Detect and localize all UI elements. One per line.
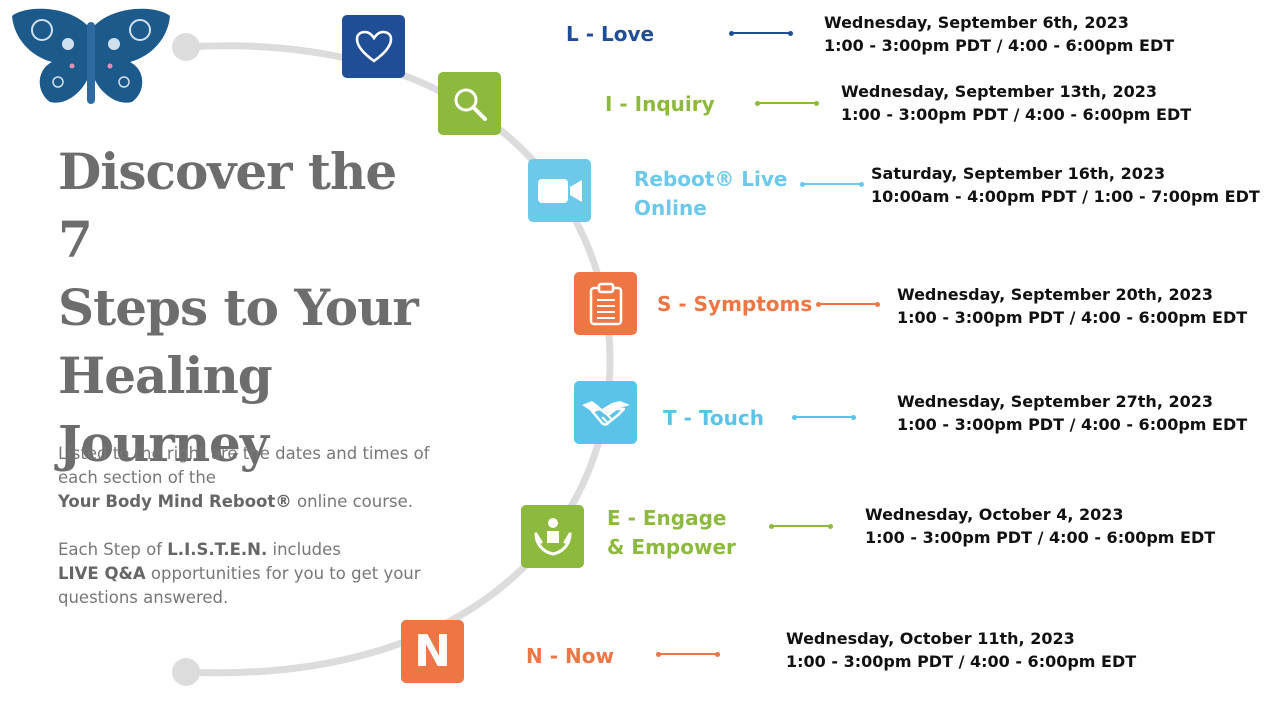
step-reboot-connector (800, 181, 864, 187)
step-reboot-icon-tile (528, 159, 591, 222)
step-inquiry-connector (755, 100, 819, 106)
step-now-schedule: Wednesday, October 11th, 2023 1:00 - 3:0… (786, 627, 1136, 673)
step-label-text: T - Touch (663, 406, 764, 430)
step-label-text: & Empower (607, 535, 736, 559)
step-time: 1:00 - 3:00pm PDT / 4:00 - 6:00pm EDT (897, 308, 1248, 327)
step-date: Wednesday, October 11th, 2023 (786, 629, 1075, 648)
heart-icon (355, 30, 392, 63)
step-love-connector (729, 30, 793, 36)
listen-acronym: L.I.S.T.E.N. (167, 540, 268, 559)
step-inquiry-schedule: Wednesday, September 13th, 2023 1:00 - 3… (841, 80, 1191, 126)
title-line-2: Steps to Your (58, 278, 419, 337)
butterfly-logo (12, 8, 170, 104)
step-love-label: L - Love (566, 20, 654, 49)
live-qa-label: LIVE Q&A (58, 564, 146, 583)
title-line-3: Healing (58, 346, 273, 405)
step-time: 1:00 - 3:00pm PDT / 4:00 - 6:00pm EDT (865, 528, 1216, 547)
title-line-1: Discover the 7 (58, 142, 397, 269)
step-love-schedule: Wednesday, September 6th, 2023 1:00 - 3:… (824, 11, 1174, 57)
step-time: 1:00 - 3:00pm PDT / 4:00 - 6:00pm EDT (824, 36, 1175, 55)
step-date: Wednesday, October 4, 2023 (865, 505, 1124, 524)
step-symptoms-label: S - Symptoms (657, 290, 812, 319)
step-time: 10:00am - 4:00pm PDT / 1:00 - 7:00pm EDT (871, 187, 1260, 206)
step-date: Wednesday, September 13th, 2023 (841, 82, 1157, 101)
step-engage-schedule: Wednesday, October 4, 2023 1:00 - 3:00pm… (865, 503, 1215, 549)
step-label-text: Reboot® Live (634, 167, 788, 191)
description-text: online course. (291, 492, 413, 511)
description-text: Listed to the right are the dates and ti… (58, 444, 430, 487)
step-symptoms-schedule: Wednesday, September 20th, 2023 1:00 - 3… (897, 283, 1247, 329)
step-symptoms-icon-tile (574, 272, 637, 335)
course-name: Your Body Mind Reboot® (58, 492, 292, 511)
step-time: 1:00 - 3:00pm PDT / 4:00 - 6:00pm EDT (786, 652, 1137, 671)
step-touch-schedule: Wednesday, September 27th, 2023 1:00 - 3… (897, 390, 1247, 436)
step-inquiry-label: I - Inquiry (605, 90, 715, 119)
page-title: Discover the 7 Steps to Your Healing Jou… (58, 138, 419, 478)
step-date: Wednesday, September 27th, 2023 (897, 392, 1213, 411)
step-now-connector (656, 651, 720, 657)
step-time: 1:00 - 3:00pm PDT / 4:00 - 6:00pm EDT (897, 415, 1248, 434)
description-text: opportunities for you to get your questi… (58, 564, 421, 607)
course-description: Listed to the right are the dates and ti… (58, 442, 438, 634)
step-label-text: S - Symptoms (657, 292, 813, 316)
handshake-icon (581, 400, 630, 426)
step-now-icon-tile: N (401, 620, 464, 683)
step-date: Wednesday, September 20th, 2023 (897, 285, 1213, 304)
video-camera-icon (537, 178, 582, 203)
letter-n-icon: N (414, 625, 451, 677)
step-reboot-schedule: Saturday, September 16th, 2023 10:00am -… (871, 162, 1260, 208)
step-label-text: N - Now (526, 644, 614, 668)
description-paragraph-2: Each Step of L.I.S.T.E.N. includes LIVE … (58, 538, 438, 610)
step-date: Saturday, September 16th, 2023 (871, 164, 1166, 183)
step-engage-connector (769, 523, 833, 529)
clipboard-icon (589, 282, 622, 325)
description-paragraph-1: Listed to the right are the dates and ti… (58, 442, 438, 514)
step-label-text: Online (634, 196, 707, 220)
step-engage-icon-tile (521, 505, 584, 568)
step-reboot-label: Reboot® Live Online (634, 165, 788, 223)
step-date: Wednesday, September 6th, 2023 (824, 13, 1129, 32)
step-engage-label: E - Engage & Empower (607, 504, 736, 562)
step-symptoms-connector (816, 301, 880, 307)
description-text: includes (267, 540, 341, 559)
step-label-text: I - Inquiry (605, 92, 715, 116)
step-time: 1:00 - 3:00pm PDT / 4:00 - 6:00pm EDT (841, 105, 1192, 124)
step-love-icon-tile (342, 15, 405, 78)
step-label-text: E - Engage (607, 506, 727, 530)
magnifier-icon (454, 88, 487, 121)
step-now-label: N - Now (526, 642, 614, 671)
description-text: Each Step of (58, 540, 168, 559)
step-inquiry-icon-tile (438, 72, 501, 135)
step-label-text: L - Love (566, 22, 655, 46)
step-touch-label: T - Touch (663, 404, 764, 433)
hands-person-icon (534, 517, 571, 556)
title-line-4: Journey (58, 414, 269, 473)
step-touch-connector (792, 414, 856, 420)
step-touch-icon-tile (574, 381, 637, 444)
